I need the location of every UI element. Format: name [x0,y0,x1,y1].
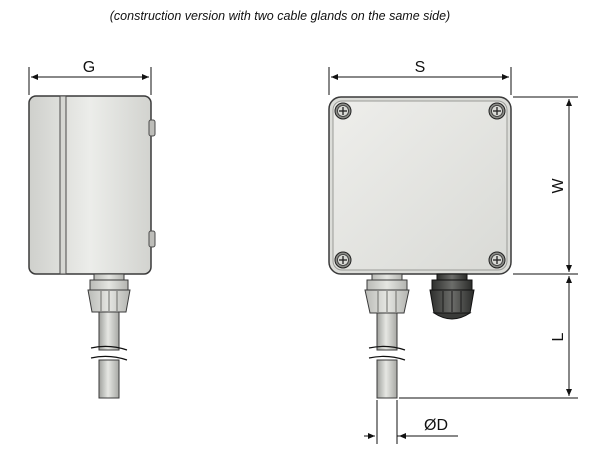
dimension-label-w: W [550,178,567,194]
screw-top-left [334,102,352,120]
front-cable-gland-left [364,273,410,314]
screw-bottom-right [488,251,506,269]
side-cable [90,311,128,399]
dimension-w: W [513,96,578,275]
dimension-d: ØD [364,400,458,444]
side-view: G [28,59,156,399]
dimension-l: L [399,276,578,399]
caption: (construction version with two cable gla… [109,9,451,23]
front-view: S [328,59,578,444]
dimension-label-g: G [83,59,95,76]
screw-bottom-left [334,251,352,269]
screw-top-right [488,102,506,120]
dimension-s: S [328,59,512,95]
side-cable-gland [87,273,131,313]
front-cable [368,312,406,399]
dimension-label-d: ØD [424,417,448,434]
front-cable-gland-right [429,273,475,320]
dimension-label-l: L [550,332,567,341]
side-housing [28,95,156,275]
front-housing [328,96,512,275]
dimension-label-s: S [415,59,426,76]
dimension-g: G [28,59,152,95]
